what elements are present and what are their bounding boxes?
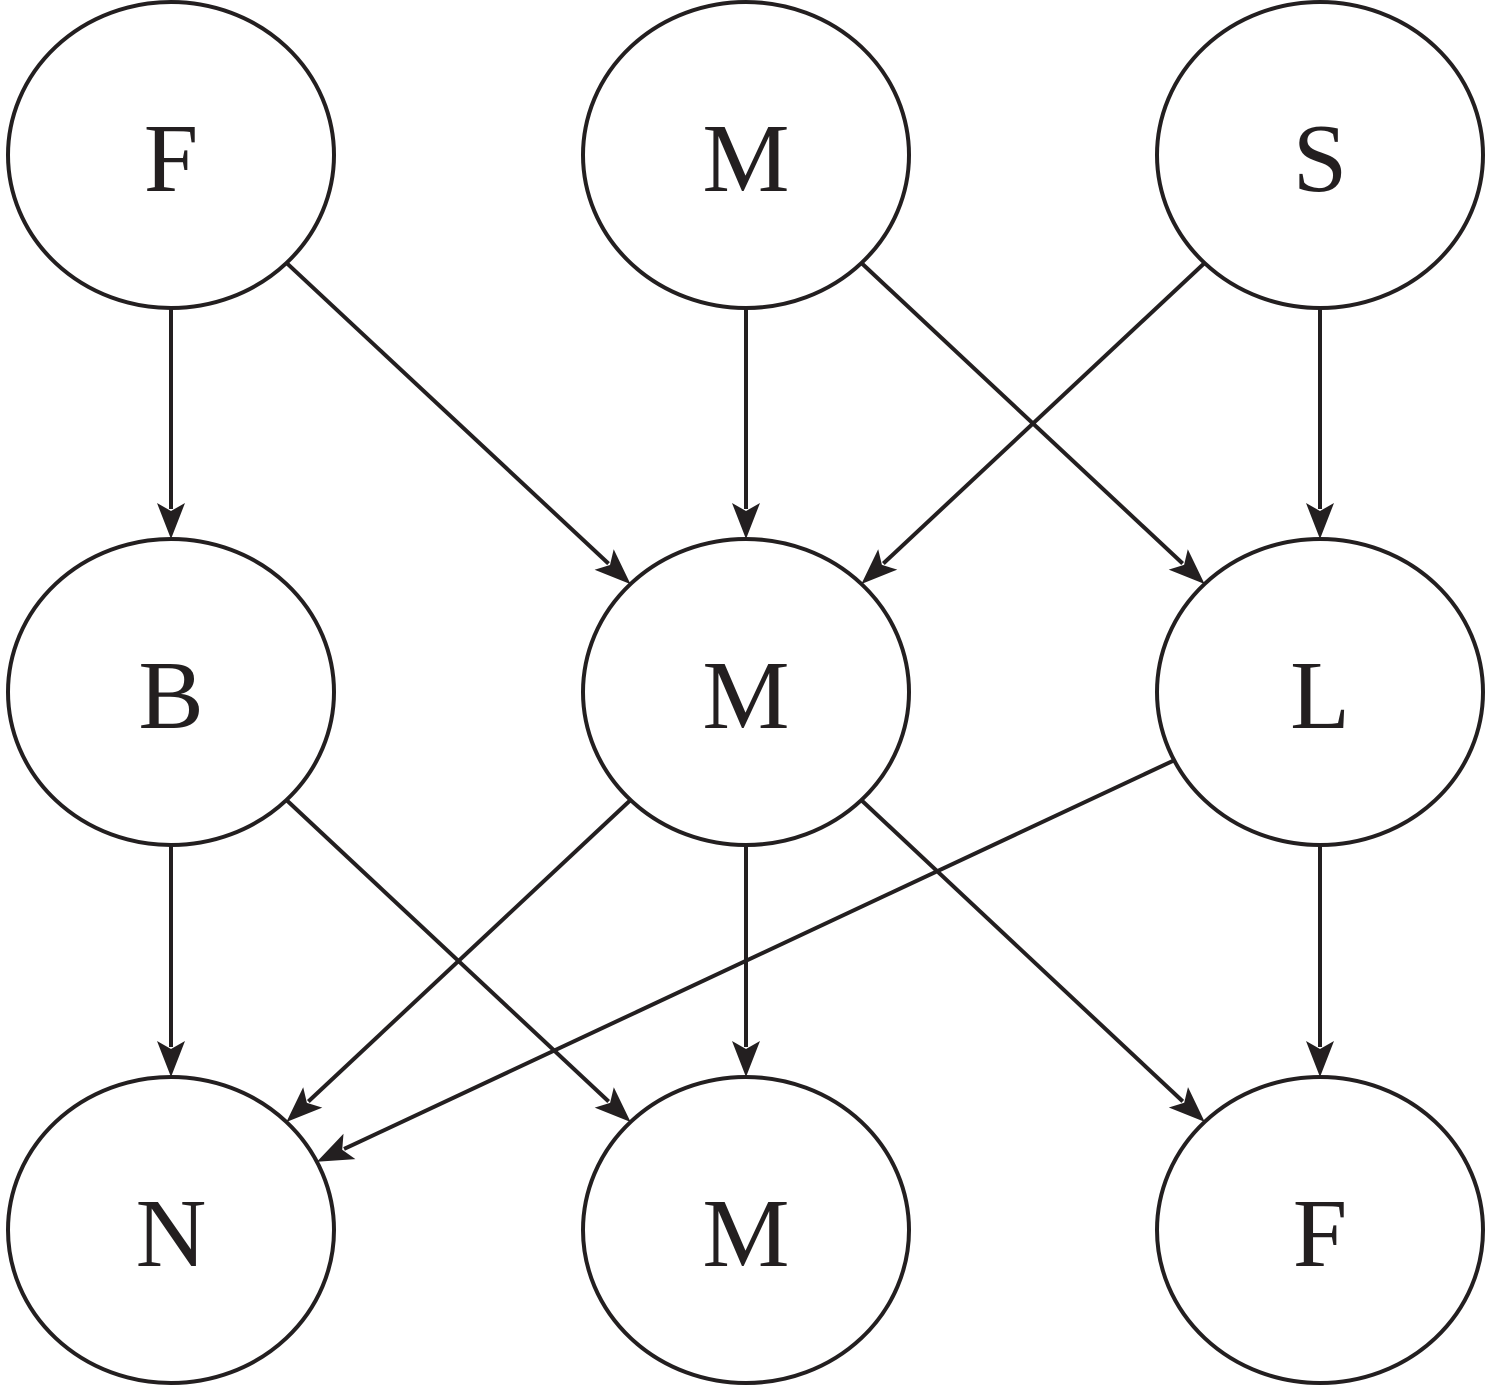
edge-line xyxy=(285,798,611,1103)
node-top-left: F xyxy=(6,0,336,310)
node-label: F xyxy=(144,105,199,213)
node-label: S xyxy=(1293,105,1348,213)
node-middle-left: B xyxy=(6,537,336,847)
arrowhead xyxy=(316,1133,356,1162)
arrowhead xyxy=(1168,1087,1205,1122)
arrowhead xyxy=(594,549,631,585)
edge-line xyxy=(306,798,632,1103)
arrowhead xyxy=(157,503,185,539)
arrowhead xyxy=(861,549,898,584)
arrowhead xyxy=(1306,503,1334,539)
arrowhead xyxy=(286,1087,323,1122)
node-ellipse xyxy=(6,0,336,310)
edge-top-middle-to-middle-center xyxy=(732,308,760,539)
edge-top-left-to-middle-center xyxy=(285,261,631,585)
node-top-right: S xyxy=(1155,0,1485,310)
edge-line xyxy=(859,798,1185,1103)
node-top-middle: M xyxy=(581,0,911,310)
edge-line xyxy=(881,261,1206,565)
node-label: N xyxy=(136,1180,207,1288)
edge-middle-right-to-bottom-left xyxy=(316,758,1175,1162)
edge-top-middle-to-middle-right xyxy=(860,261,1205,584)
node-bottom-left: N xyxy=(6,1075,336,1385)
edge-middle-center-to-bottom-middle xyxy=(732,845,760,1077)
arrowhead xyxy=(1168,549,1205,584)
node-label: M xyxy=(702,1180,789,1288)
node-ellipse xyxy=(6,537,336,847)
arrowhead xyxy=(594,1087,631,1122)
node-middle-center: M xyxy=(581,537,911,847)
node-ellipse xyxy=(581,1075,911,1385)
node-ellipse xyxy=(581,537,911,847)
node-label: F xyxy=(1293,1180,1348,1288)
edges-layer xyxy=(157,261,1334,1162)
edge-top-right-to-middle-center xyxy=(861,261,1206,584)
node-ellipse xyxy=(6,1075,336,1385)
edge-top-right-to-middle-right xyxy=(1306,308,1334,539)
edge-middle-left-to-bottom-left xyxy=(157,845,185,1077)
node-ellipse xyxy=(1155,537,1485,847)
edge-top-left-to-middle-left xyxy=(157,308,185,539)
edge-middle-center-to-bottom-right xyxy=(859,798,1205,1122)
node-middle-right: L xyxy=(1155,537,1485,847)
node-ellipse xyxy=(1155,0,1485,310)
arrowhead xyxy=(732,1041,760,1077)
arrowhead xyxy=(732,503,760,539)
nodes-layer: F M S B M L N M F xyxy=(6,0,1485,1385)
edge-line xyxy=(285,261,610,566)
node-label: B xyxy=(138,642,203,750)
arrowhead xyxy=(157,1041,185,1077)
node-label: M xyxy=(702,105,789,213)
node-ellipse xyxy=(1155,1075,1485,1385)
edge-middle-center-to-bottom-left xyxy=(286,798,632,1122)
node-label: L xyxy=(1290,642,1350,750)
edge-line xyxy=(860,261,1185,565)
edge-middle-right-to-bottom-right xyxy=(1306,845,1334,1077)
edge-line xyxy=(343,758,1175,1151)
node-bottom-middle: M xyxy=(581,1075,911,1385)
node-label: M xyxy=(702,642,789,750)
arrowhead xyxy=(1306,1041,1334,1077)
node-bottom-right: F xyxy=(1155,1075,1485,1385)
node-ellipse xyxy=(581,0,911,310)
